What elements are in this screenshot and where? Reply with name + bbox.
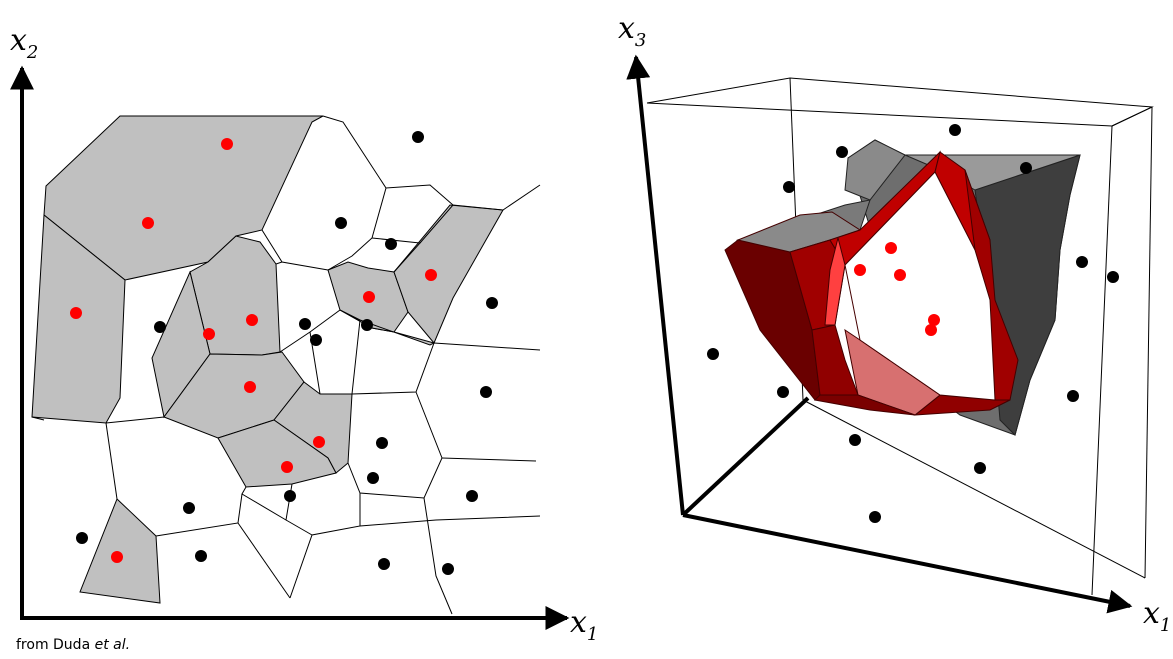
caption-emphasis: et al. bbox=[94, 637, 131, 653]
shaded-cell bbox=[79, 498, 161, 604]
caption-text: from Duda bbox=[16, 637, 95, 653]
shaded-cell bbox=[393, 204, 504, 344]
black-point bbox=[869, 511, 881, 523]
red-point bbox=[70, 307, 82, 319]
black-point bbox=[310, 334, 322, 346]
black-point bbox=[1076, 256, 1088, 268]
red-point bbox=[221, 138, 233, 150]
red-point bbox=[425, 269, 437, 281]
black-point bbox=[284, 490, 296, 502]
black-point bbox=[1020, 162, 1032, 174]
red-point bbox=[925, 324, 937, 336]
black-prototypes-3d bbox=[707, 124, 1119, 523]
bounding-box bbox=[646, 77, 1154, 596]
black-point bbox=[412, 131, 424, 143]
red-point bbox=[894, 269, 906, 281]
black-point bbox=[783, 181, 795, 193]
black-point bbox=[442, 563, 454, 575]
black-point bbox=[480, 386, 492, 398]
red-point bbox=[111, 551, 123, 563]
black-point bbox=[299, 318, 311, 330]
x2-axis-label: x2 bbox=[10, 23, 38, 63]
black-point bbox=[335, 217, 347, 229]
black-point bbox=[367, 472, 379, 484]
red-point bbox=[246, 314, 258, 326]
red-point bbox=[244, 381, 256, 393]
red-point bbox=[854, 264, 866, 276]
x2-axis-3d bbox=[681, 396, 810, 517]
black-point bbox=[707, 348, 719, 360]
source-caption: from Duda et al. bbox=[16, 637, 130, 653]
red-prototypes-3d bbox=[854, 242, 940, 336]
red-point bbox=[885, 242, 897, 254]
red-point bbox=[313, 436, 325, 448]
x1-axis-label: x1 bbox=[570, 605, 598, 645]
red-polyhedron bbox=[724, 150, 1019, 416]
black-point bbox=[1107, 271, 1119, 283]
black-point bbox=[385, 238, 397, 250]
x1-axis-label-3d: x1 bbox=[1143, 596, 1171, 636]
black-point bbox=[949, 124, 961, 136]
black-point bbox=[1067, 390, 1079, 402]
red-prototypes bbox=[70, 138, 437, 563]
black-point bbox=[466, 490, 478, 502]
shaded-cells bbox=[31, 115, 504, 604]
black-prototypes bbox=[76, 131, 498, 575]
x3-axis bbox=[626, 54, 685, 516]
red-point bbox=[281, 461, 293, 473]
voronoi-2d-panel: x2 x1 bbox=[9, 23, 598, 645]
shaded-cell bbox=[31, 214, 126, 424]
x1-axis-3d bbox=[682, 513, 1133, 614]
voronoi-3d-panel: x3 x1 bbox=[618, 11, 1171, 636]
black-point bbox=[376, 437, 388, 449]
voronoi-edges bbox=[31, 115, 541, 615]
red-point bbox=[142, 217, 154, 229]
black-point bbox=[195, 550, 207, 562]
black-point bbox=[849, 434, 861, 446]
black-point bbox=[836, 146, 848, 158]
red-point bbox=[203, 328, 215, 340]
red-point bbox=[363, 291, 375, 303]
black-point bbox=[361, 319, 373, 331]
black-point bbox=[974, 462, 986, 474]
black-point bbox=[183, 502, 195, 514]
black-point bbox=[378, 558, 390, 570]
black-point bbox=[777, 386, 789, 398]
black-point bbox=[154, 321, 166, 333]
black-point bbox=[76, 532, 88, 544]
black-point bbox=[486, 297, 498, 309]
red-point bbox=[928, 314, 940, 326]
x3-axis-label: x3 bbox=[618, 11, 646, 51]
